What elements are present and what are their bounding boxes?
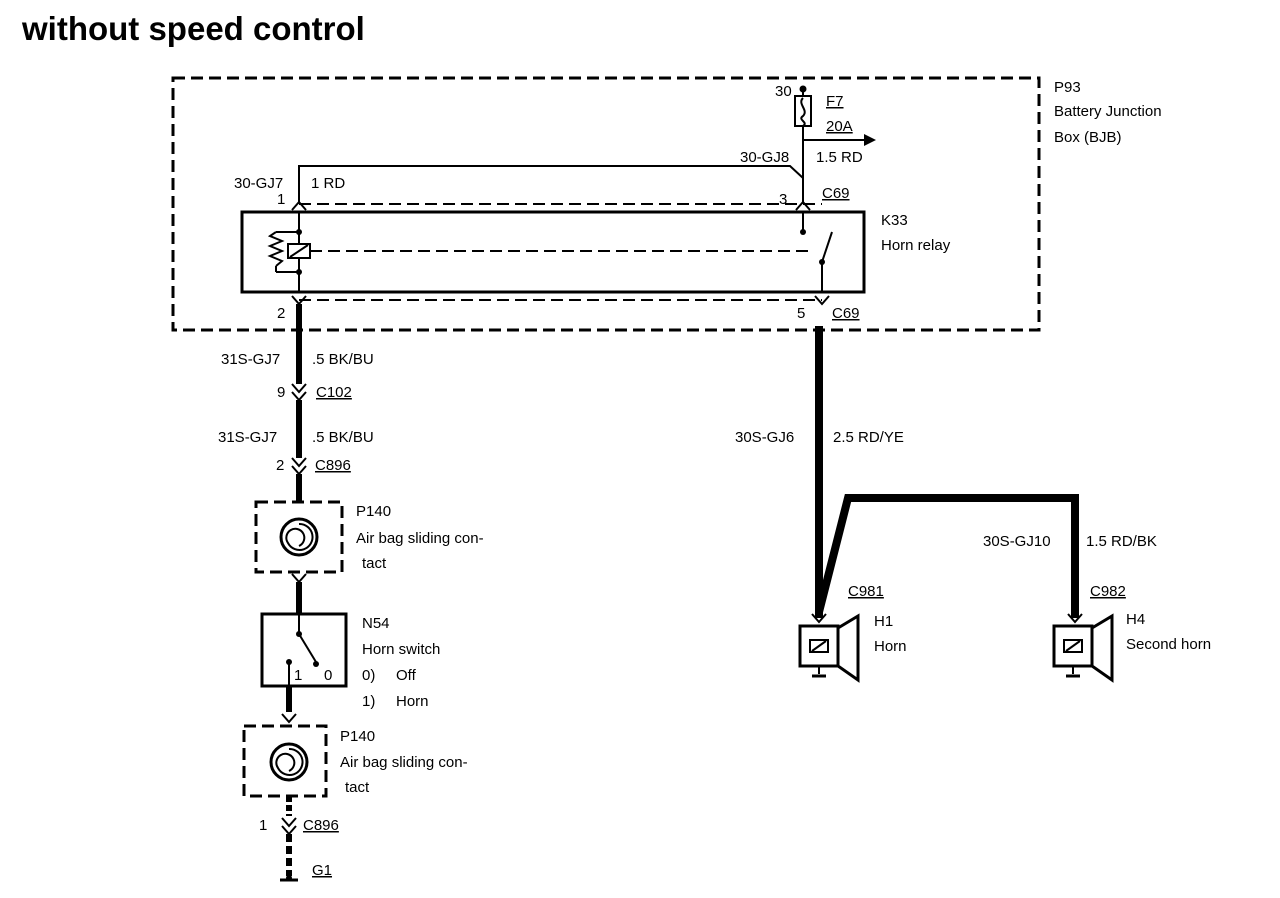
- wire-30s-gj10-circuit: 30S-GJ10: [983, 533, 1051, 550]
- horn-switch-box: [260, 612, 348, 688]
- horn-switch-contact: [286, 614, 319, 686]
- wire-31s-gj7-a-gauge: .5 BK/BU: [312, 351, 374, 368]
- slip-ring-upper-box: [254, 500, 344, 574]
- relay-code: K33: [881, 212, 908, 229]
- fuse-code: F7: [826, 93, 844, 110]
- relay-connector-bottom: C69: [832, 305, 860, 322]
- slip-ring-upper-line2: tact: [362, 555, 387, 572]
- slip-ring-lower-code: P140: [340, 728, 375, 745]
- wire-30s-gj6-circuit: 30S-GJ6: [735, 429, 794, 446]
- bjb-outline: [171, 76, 1041, 332]
- slip-ring-upper-line1: Air bag sliding con-: [356, 530, 484, 547]
- c896-bottom-connector: [281, 817, 297, 836]
- horn2-connector: C982: [1090, 583, 1126, 600]
- fuse-circuit-label: 30-GJ8: [740, 149, 789, 166]
- horn-switch-contact-0: 0: [324, 667, 332, 684]
- relay-pin3: 3: [779, 191, 787, 208]
- terminal-30-label: 30: [775, 83, 792, 100]
- ground-label: G1: [312, 862, 332, 879]
- relay-pin5: 5: [797, 305, 805, 322]
- diagram-title: without speed control: [21, 10, 365, 47]
- wire-30-gj7-gauge: 1 RD: [311, 175, 345, 192]
- c896-top-connector: [291, 457, 307, 476]
- c102-connector: [291, 383, 307, 402]
- c102-label: C102: [316, 384, 352, 401]
- horn1-icon: [798, 613, 860, 683]
- horn-switch-pos0-num: 0): [362, 667, 375, 684]
- ground-icon: [280, 875, 298, 882]
- relay-connector-top: C69: [822, 185, 850, 202]
- fuse-rating: 20A: [826, 118, 853, 135]
- horn-switch-name: Horn switch: [362, 641, 440, 658]
- wire-30-gj7: [298, 165, 804, 204]
- wire-30s-gj10: [815, 494, 1079, 618]
- horn-switch-pos1-label: Horn: [396, 693, 429, 710]
- bjb-code: P93: [1054, 79, 1081, 96]
- horn-switch-pos0-label: Off: [396, 667, 417, 684]
- horn1-name: Horn: [874, 638, 907, 655]
- slip-ring-lower-line2: tact: [345, 779, 370, 796]
- slip-ring-upper-icon: [279, 517, 319, 557]
- wire-31s-gj7-b-gauge: .5 BK/BU: [312, 429, 374, 446]
- horn-switch-contact-1: 1: [294, 667, 302, 684]
- relay-name: Horn relay: [881, 237, 951, 254]
- fuse-f7: [794, 85, 876, 204]
- wire-30s-gj10-gauge: 1.5 RD/BK: [1086, 533, 1157, 550]
- bjb-name-line1: Battery Junction: [1054, 103, 1162, 120]
- slip-ring-lower-box: [242, 724, 328, 798]
- wire-30s-gj6-gauge: 2.5 RD/YE: [833, 429, 904, 446]
- horn1-connector: C981: [848, 583, 884, 600]
- relay-contact: [800, 212, 833, 292]
- slip-ring-upper-code: P140: [356, 503, 391, 520]
- wire-31s-gj7-b-circuit: 31S-GJ7: [218, 429, 277, 446]
- wire-30-gj7-circuit: 30-GJ7: [234, 175, 283, 192]
- c896-bottom-pin: 1: [259, 817, 267, 834]
- horn1-code: H1: [874, 613, 893, 630]
- c896-bottom-label: C896: [303, 817, 339, 834]
- slip-ring-lower-icon: [269, 742, 309, 782]
- horn-switch-code: N54: [362, 615, 390, 632]
- slip-ring-lower-line1: Air bag sliding con-: [340, 754, 468, 771]
- wire-31s-gj7-a-circuit: 31S-GJ7: [221, 351, 280, 368]
- relay-coil: [267, 212, 810, 292]
- horn2-name: Second horn: [1126, 636, 1211, 653]
- c102-pin: 9: [277, 384, 285, 401]
- relay-k33-body: [240, 210, 866, 294]
- relay-pin2: 2: [277, 305, 285, 322]
- relay-pin1: 1: [277, 191, 285, 208]
- fuse-out-gauge: 1.5 RD: [816, 149, 863, 166]
- c896-top-pin: 2: [276, 457, 284, 474]
- horn2-code: H4: [1126, 611, 1145, 628]
- c896-top-label: C896: [315, 457, 351, 474]
- horn-switch-pos1-num: 1): [362, 693, 375, 710]
- bjb-name-line2: Box (BJB): [1054, 129, 1122, 146]
- horn2-icon: [1052, 613, 1114, 683]
